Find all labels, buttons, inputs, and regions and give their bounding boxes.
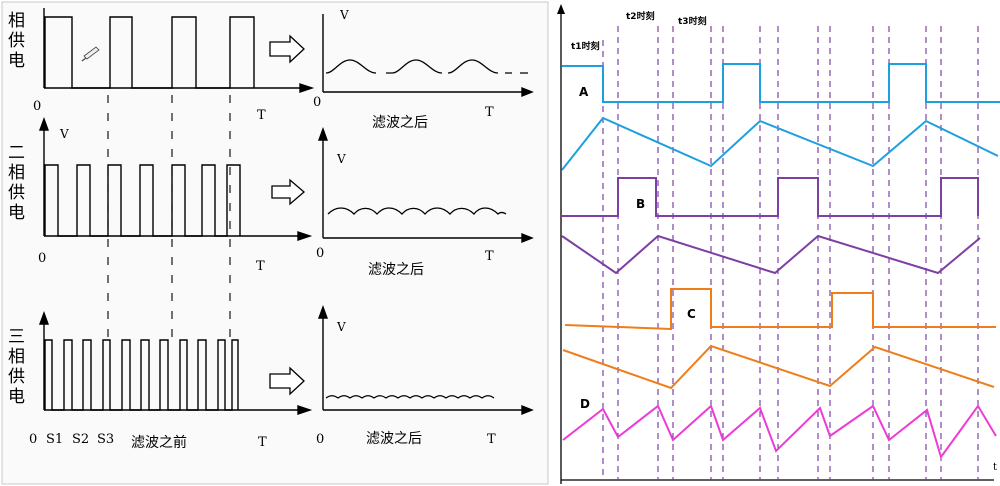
left-panel: 相 供 电 0 T V 0 T 滤波之后	[1, 1, 549, 485]
row1-filtered-axes	[322, 14, 534, 98]
right-panel: t t1时刻 t2时刻 t3时刻 A B	[557, 4, 1000, 484]
row2-v-label: V	[59, 127, 69, 141]
row2-char-3: 供	[8, 183, 25, 203]
t3-marker-label: t3时刻	[678, 15, 707, 27]
channel-b-label: B	[636, 197, 645, 211]
row1-t-label: T	[257, 108, 266, 123]
phase-guides	[107, 95, 231, 345]
row3-filtered-axes	[318, 304, 534, 416]
phase-tick-s3: S3	[97, 432, 114, 447]
row2-char-1: 二	[8, 143, 25, 163]
channel-c-label: C	[687, 307, 696, 321]
t2-marker-label: t2时刻	[626, 10, 655, 22]
channel-a-label: A	[579, 85, 589, 99]
row2-t-label: T	[256, 259, 265, 274]
phase-tick-s2: S2	[72, 432, 89, 447]
row1-char-1: 相	[8, 11, 25, 31]
row1-origin: 0	[33, 99, 41, 114]
row2-filtered-t-label: T	[485, 249, 494, 264]
row2-pulse-wave	[44, 164, 241, 237]
row2-filtered-wave	[327, 207, 507, 215]
row3-filtered-v-label: V	[336, 320, 346, 334]
row3-before-caption: 滤波之前	[131, 434, 187, 451]
row3-filtered-t-label: T	[487, 432, 496, 447]
row2-transform-arrow	[271, 178, 305, 206]
channel-c-pulse	[564, 288, 996, 331]
row3-pulse-wave	[44, 339, 239, 411]
row1-filtered-wave	[325, 59, 528, 74]
row3-origin: 0	[29, 432, 37, 447]
channel-d-sawtooth	[562, 404, 997, 460]
channel-b-pulse	[562, 177, 979, 217]
row1-char-2: 供	[8, 31, 25, 51]
channel-c-ramp	[562, 344, 995, 390]
row3-filtered-origin: 0	[316, 432, 324, 447]
row3-transform-arrow	[269, 366, 305, 396]
row3-t-label: T	[258, 435, 267, 450]
channel-a-pulse	[562, 63, 1000, 103]
left-panel-frame	[1, 1, 549, 485]
phase-tick-s1: S1	[46, 432, 63, 447]
pencil-icon	[81, 46, 100, 62]
row2-supply-label: 二 相 供 电	[8, 143, 30, 223]
row2-char-4: 电	[8, 203, 25, 223]
row3-char-3: 供	[8, 367, 25, 387]
row1-filtered-t-label: T	[485, 105, 494, 120]
row2-filtered-axes	[318, 126, 534, 244]
right-t-label: t	[993, 462, 997, 473]
channel-b-ramp	[561, 234, 981, 275]
row1-filtered-origin: 0	[313, 95, 321, 110]
row3-supply-label: 三 相 供 电	[8, 327, 30, 407]
row1-pulse-wave	[44, 16, 255, 89]
channel-d-label: D	[580, 397, 590, 411]
row2-filtered-caption: 滤波之后	[368, 262, 424, 278]
row2-origin: 0	[38, 251, 46, 266]
row1-char-3: 电	[8, 51, 25, 71]
right-axis-y-arrowhead	[557, 4, 565, 14]
row1-transform-arrow	[269, 34, 305, 64]
row3-filtered-caption: 滤波之后	[366, 431, 422, 447]
row3-char-2: 相	[8, 347, 25, 367]
row3-char-1: 三	[8, 327, 25, 347]
row2-filtered-v-label: V	[336, 152, 346, 166]
row1-filtered-caption: 滤波之后	[372, 115, 428, 131]
row2-char-2: 相	[8, 163, 25, 183]
row1-supply-label: 相 供 电	[8, 11, 30, 71]
row3-filtered-wave	[325, 395, 495, 399]
t1-marker-label: t1时刻	[571, 40, 600, 52]
row1-filtered-v-label: V	[339, 8, 349, 22]
row3-char-4: 电	[8, 387, 25, 407]
right-guides	[602, 26, 979, 480]
channel-a-ramp	[561, 116, 999, 171]
row2-filtered-origin: 0	[316, 246, 324, 261]
